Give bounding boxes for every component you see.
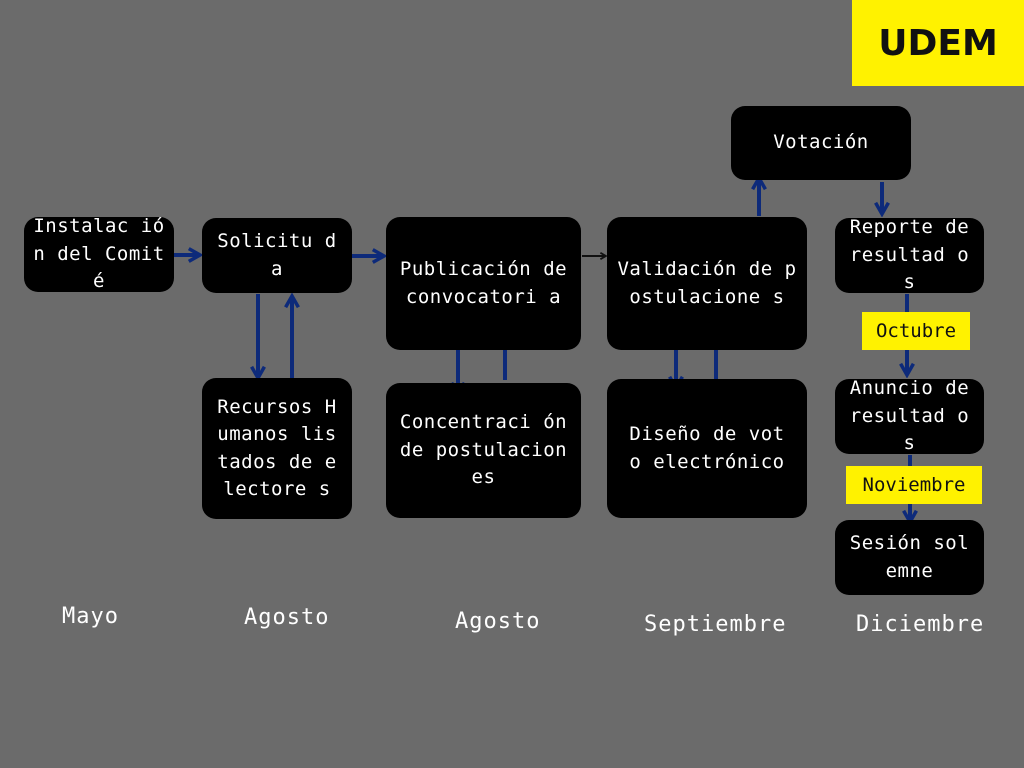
node-concentracion: Concentraci ón de postulacion es <box>386 383 581 518</box>
month-label-agosto-2: Agosto <box>455 609 541 634</box>
month-label-septiembre: Septiembre <box>644 612 787 637</box>
node-anuncio: Anuncio de resultad os <box>835 377 984 454</box>
node-instalacion: Instalac ión del Comité <box>24 215 174 292</box>
tag-octubre: Octubre <box>862 312 970 350</box>
node-validacion: Validación de postulacione s <box>607 217 807 350</box>
node-solicitud: Solicitu d a <box>202 218 352 293</box>
node-reporte: Reporte de resultad os <box>835 216 984 293</box>
node-publicacion: Publicación de convocatori a <box>386 217 581 350</box>
node-recursos: Recursos Humanos listados de electore s <box>202 378 352 519</box>
node-votacion: Votación <box>731 106 911 180</box>
tag-noviembre: Noviembre <box>846 466 982 504</box>
month-label-mayo: Mayo <box>62 604 119 629</box>
udem-logo: UDEM <box>852 0 1024 86</box>
month-label-diciembre: Diciembre <box>856 612 985 637</box>
node-sesion: Sesión solemne <box>835 520 984 595</box>
month-label-agosto-1: Agosto <box>244 605 330 630</box>
node-diseno: Diseño de voto electrónico <box>607 379 807 518</box>
